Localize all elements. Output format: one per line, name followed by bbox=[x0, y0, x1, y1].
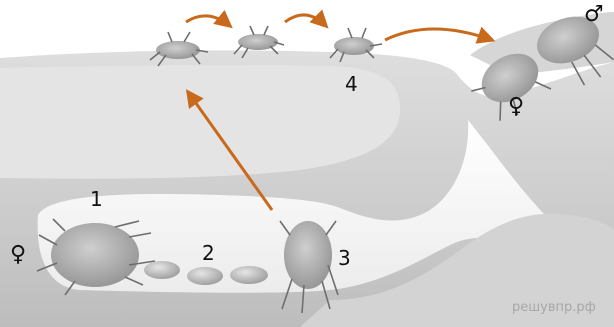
arrow-icon bbox=[285, 15, 326, 26]
skin-surface-band bbox=[0, 65, 400, 179]
egg-icon bbox=[187, 267, 223, 285]
egg-icon bbox=[144, 261, 180, 279]
stage-1-label: 1 bbox=[90, 189, 103, 209]
stage-4-label: 4 bbox=[345, 74, 358, 94]
watermark: решувпр.рф bbox=[512, 300, 596, 315]
male-symbol: ♂ bbox=[584, 4, 604, 26]
female-symbol: ♀ bbox=[508, 96, 524, 118]
female-symbol: ♀ bbox=[10, 244, 26, 266]
stage-2-label: 2 bbox=[202, 243, 215, 263]
arrow-icon bbox=[186, 16, 230, 26]
arrow-icon bbox=[385, 29, 492, 40]
stage-3-label: 3 bbox=[338, 248, 351, 268]
egg-icon bbox=[230, 266, 268, 284]
